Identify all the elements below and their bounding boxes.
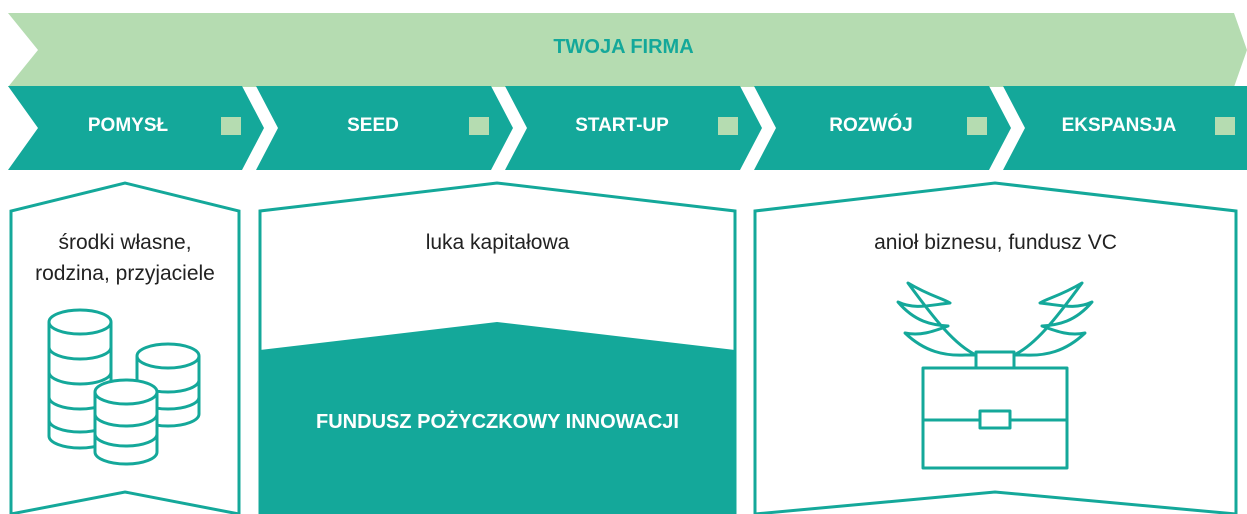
panel-investors-bottom-edge — [754, 490, 1237, 514]
own-funds-line-1: środki własne, — [58, 231, 192, 254]
panel-capital-gap — [258, 181, 737, 514]
stage-marker-seed — [469, 117, 489, 135]
stage-marker-pomysl — [221, 117, 241, 135]
stage-label-startup: START-UP — [575, 115, 669, 136]
panel-own-funds-bottom-edge — [10, 490, 240, 514]
banner-title: TWOJA FIRMA — [553, 36, 694, 58]
stage-label-rozwoj: ROZWÓJ — [829, 115, 913, 136]
own-funds-label: środki własne, rodzina, przyjaciele — [11, 227, 239, 289]
investors-label: anioł biznesu, fundusz VC — [874, 231, 1117, 254]
stage-marker-ekspansja — [1215, 117, 1235, 135]
stage-chevron-pomysl — [8, 86, 264, 170]
winged-briefcase-icon — [896, 281, 1094, 470]
stage-chevron-startup — [505, 86, 762, 170]
stage-chevron-seed — [256, 86, 513, 170]
stage-label-pomysl: POMYSŁ — [87, 115, 169, 136]
capital-gap-label: luka kapitałowa — [425, 231, 570, 254]
stage-marker-startup — [718, 117, 738, 135]
panel-investors — [753, 181, 1238, 514]
panel-own-funds — [9, 181, 241, 514]
stage-label-seed: SEED — [347, 115, 399, 136]
banner-arrow — [8, 13, 1247, 87]
stage-marker-rozwoj — [967, 117, 987, 135]
stage-chevron-rozwoj — [754, 86, 1011, 170]
stage-label-ekspansja: EKSPANSJA — [1061, 115, 1177, 136]
fund-block — [260, 322, 735, 514]
fund-label: FUNDUSZ POŻYCZKOWY INNOWACJI — [316, 411, 679, 433]
coins-stack-icon — [47, 308, 201, 466]
stage-chevron-ekspansja — [1003, 86, 1247, 170]
own-funds-line-2: rodzina, przyjaciele — [35, 262, 215, 285]
